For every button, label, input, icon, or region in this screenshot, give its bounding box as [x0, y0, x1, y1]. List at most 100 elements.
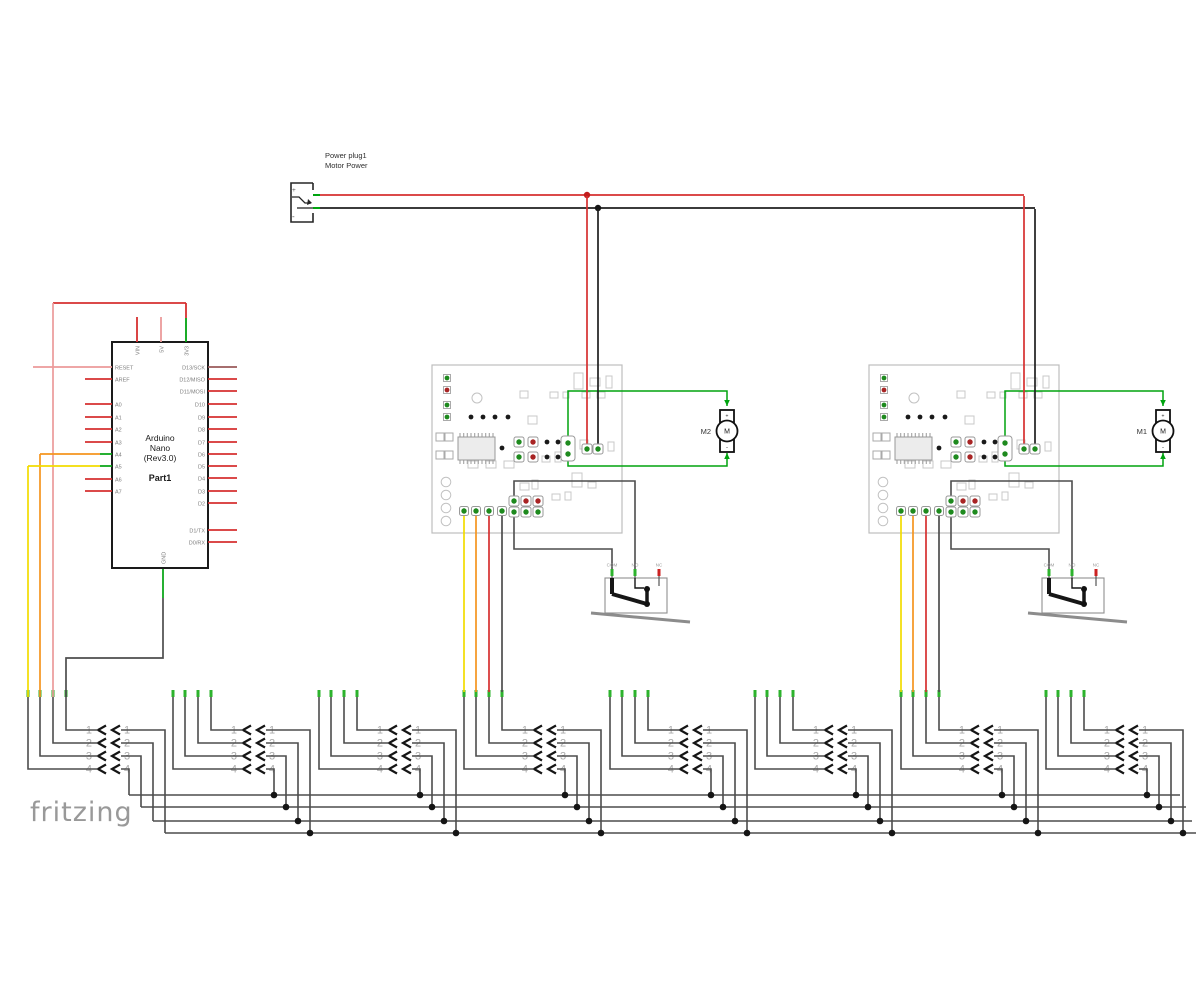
- output-wire[interactable]: [848, 729, 893, 833]
- feed-wire[interactable]: [609, 694, 680, 770]
- switch-contact[interactable]: [1071, 578, 1081, 589]
- connector-arrow[interactable]: [691, 750, 703, 762]
- connector-arrow[interactable]: [240, 750, 252, 762]
- feed-wire[interactable]: [634, 694, 680, 744]
- output-wire[interactable]: [557, 755, 578, 807]
- connector-arrow[interactable]: [1113, 750, 1125, 762]
- connector-arrow[interactable]: [1113, 763, 1125, 775]
- feed-wire[interactable]: [210, 694, 243, 731]
- connector-arrow[interactable]: [677, 750, 689, 762]
- output-wire[interactable]: [266, 742, 299, 821]
- connector-arrow[interactable]: [982, 763, 994, 775]
- feed-wire[interactable]: [501, 697, 534, 731]
- connector-arrow[interactable]: [691, 763, 703, 775]
- feed-wire[interactable]: [356, 694, 389, 731]
- connector-arrow[interactable]: [677, 724, 689, 736]
- feed-wire[interactable]: [184, 694, 243, 757]
- connector-arrow[interactable]: [1127, 737, 1139, 749]
- wire-switch-no[interactable]: [950, 480, 1073, 570]
- switch-actuator-lever[interactable]: [1027, 611, 1128, 624]
- output-wire[interactable]: [266, 768, 275, 795]
- output-wire[interactable]: [121, 742, 154, 821]
- output-wire[interactable]: [994, 768, 1003, 795]
- connector-arrow[interactable]: [1127, 750, 1139, 762]
- feed-wire[interactable]: [65, 697, 98, 731]
- motor-driver-board-1[interactable]: [431, 196, 730, 692]
- feed-wire[interactable]: [1045, 694, 1116, 770]
- connector-arrow[interactable]: [531, 737, 543, 749]
- output-wire[interactable]: [266, 755, 287, 807]
- connector-arrow[interactable]: [531, 750, 543, 762]
- connector-arrow[interactable]: [400, 750, 412, 762]
- feed-wire[interactable]: [172, 694, 243, 770]
- feed-wire[interactable]: [621, 694, 680, 757]
- output-wire[interactable]: [994, 729, 1039, 833]
- output-wire[interactable]: [848, 742, 881, 821]
- connector-arrow[interactable]: [254, 724, 266, 736]
- connector-arrow[interactable]: [1113, 724, 1125, 736]
- output-wire[interactable]: [1139, 729, 1184, 833]
- connector-arrow[interactable]: [386, 763, 398, 775]
- output-wire[interactable]: [703, 768, 712, 795]
- feed-wire[interactable]: [1083, 694, 1116, 731]
- output-wire[interactable]: [412, 742, 445, 821]
- connector-arrow[interactable]: [822, 763, 834, 775]
- feed-wire[interactable]: [792, 694, 825, 731]
- motor-power-wires[interactable]: [320, 191, 1035, 212]
- connector-arrow[interactable]: [836, 737, 848, 749]
- output-wire[interactable]: [121, 768, 130, 795]
- output-wire[interactable]: [1139, 768, 1148, 795]
- output-wire[interactable]: [703, 755, 724, 807]
- motor-m2[interactable]: +-MM2: [701, 409, 739, 453]
- output-wire[interactable]: [121, 729, 166, 833]
- output-wire[interactable]: [412, 768, 421, 795]
- wire-switch-no[interactable]: [513, 480, 636, 570]
- connector-arrow[interactable]: [386, 737, 398, 749]
- wire-gnd[interactable]: [65, 598, 164, 697]
- output-wire[interactable]: [1139, 755, 1160, 807]
- connector-arrow[interactable]: [691, 737, 703, 749]
- connector-arrow[interactable]: [386, 724, 398, 736]
- feed-wire[interactable]: [330, 694, 389, 757]
- connector-arrow[interactable]: [836, 724, 848, 736]
- feed-wire[interactable]: [1070, 694, 1116, 744]
- connector-arrow[interactable]: [95, 737, 107, 749]
- connector-arrow[interactable]: [545, 763, 557, 775]
- connector-arrow[interactable]: [968, 724, 980, 736]
- feed-wire[interactable]: [27, 697, 98, 770]
- connector-arrow[interactable]: [254, 763, 266, 775]
- feed-wire[interactable]: [779, 694, 825, 744]
- connector-arrow[interactable]: [545, 724, 557, 736]
- connector-arrow[interactable]: [400, 737, 412, 749]
- feed-wire[interactable]: [488, 697, 534, 744]
- output-wire[interactable]: [994, 742, 1027, 821]
- connector-arrow[interactable]: [400, 724, 412, 736]
- connector-arrow[interactable]: [240, 737, 252, 749]
- feed-wire[interactable]: [754, 694, 825, 770]
- connector-arrow[interactable]: [836, 763, 848, 775]
- connector-arrow[interactable]: [531, 763, 543, 775]
- output-wire[interactable]: [703, 729, 748, 833]
- connector-arrow[interactable]: [968, 750, 980, 762]
- connector-arrow[interactable]: [968, 763, 980, 775]
- feed-wire[interactable]: [39, 697, 98, 757]
- connector-arrow[interactable]: [545, 750, 557, 762]
- feed-wire[interactable]: [463, 697, 534, 770]
- connector-arrow[interactable]: [254, 737, 266, 749]
- wire-motor-green[interactable]: [567, 390, 728, 441]
- feed-wire[interactable]: [647, 694, 680, 731]
- feed-wire[interactable]: [766, 694, 825, 757]
- connector-arrow[interactable]: [822, 737, 834, 749]
- connector-arrow[interactable]: [109, 724, 121, 736]
- switch-lever[interactable]: [611, 592, 648, 606]
- wire-switch-com[interactable]: [950, 516, 1050, 570]
- wire-motor-green[interactable]: [1004, 390, 1164, 441]
- connector-arrow[interactable]: [95, 750, 107, 762]
- output-wire[interactable]: [557, 768, 566, 795]
